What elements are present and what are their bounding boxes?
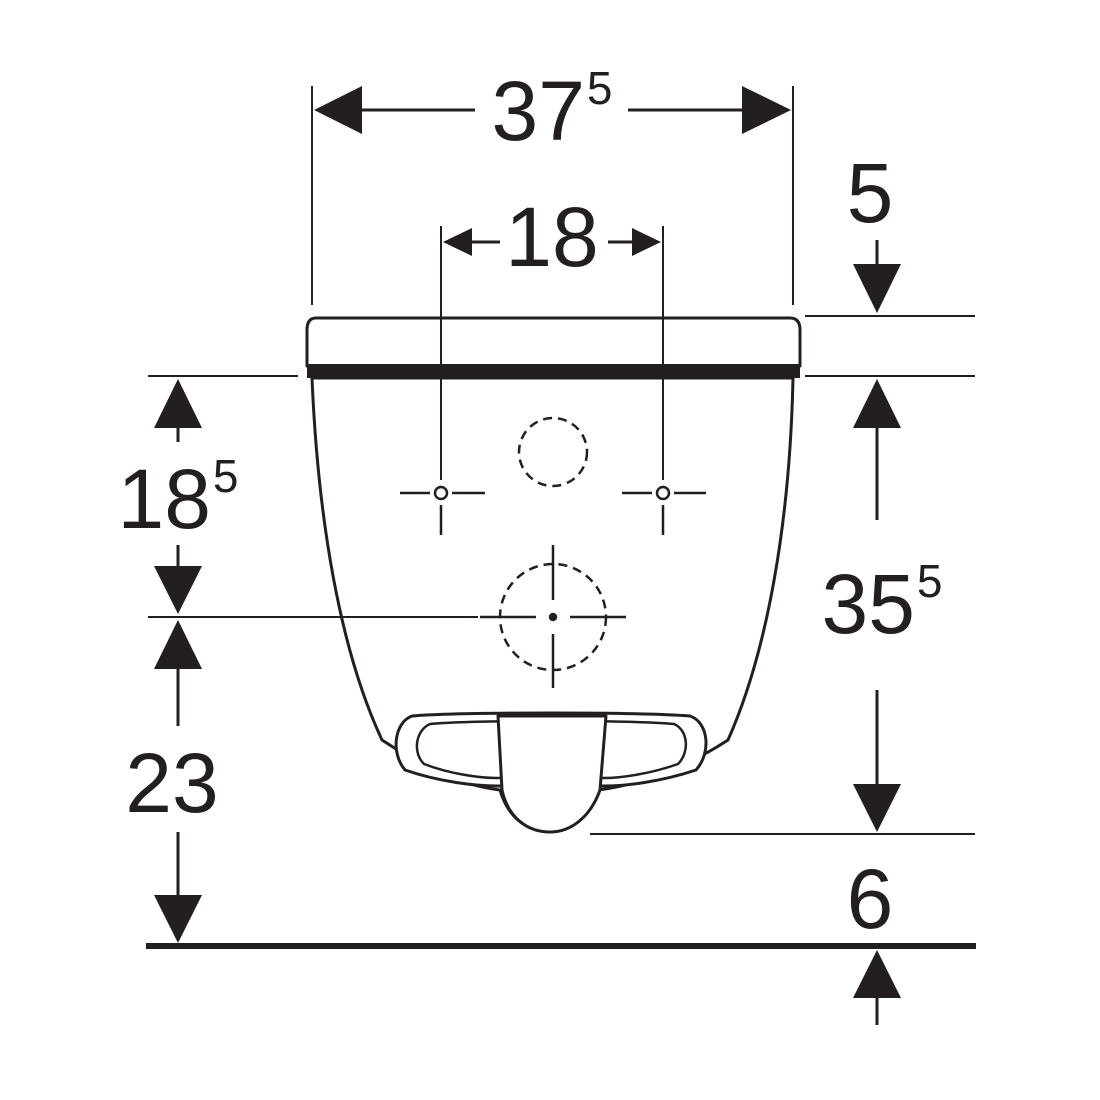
extension-lines — [148, 86, 975, 835]
flush-pipe — [496, 714, 608, 834]
arrow-down-floor — [154, 895, 202, 943]
dim-overall-width-label: 375 — [491, 62, 612, 158]
dim-seat-thickness-label: 5 — [847, 146, 894, 240]
seat-lid — [305, 316, 802, 368]
arrow-right-overall — [742, 86, 791, 134]
dim-outlet-to-floor-label: 6 — [847, 852, 894, 946]
dim-rim-to-outlet-label: 355 — [821, 555, 942, 651]
dim-fixing-spacing-label: 18 — [505, 190, 598, 284]
arrow-left-overall — [314, 86, 362, 134]
center-marks — [400, 485, 706, 688]
arrow-down-seat — [853, 264, 901, 313]
arrow-down-outlet — [853, 784, 901, 832]
dimension-lines — [154, 86, 901, 1025]
dim-fixing-to-floor-label: 23 — [125, 736, 218, 830]
toilet-body — [305, 316, 802, 834]
arrow-up-floor — [853, 950, 901, 998]
outlet-center-dot — [548, 612, 558, 622]
flush-inlet-dashed — [517, 416, 589, 488]
arrow-left-fixing — [443, 228, 472, 256]
right-fixing-hole — [655, 485, 671, 501]
left-fixing-hole — [433, 485, 449, 501]
arrow-right-fixing — [632, 228, 661, 256]
arrow-up-seat — [853, 379, 901, 428]
arrow-up-rim — [154, 379, 202, 428]
arrow-down-rim — [154, 566, 202, 614]
seat-hinge-band — [307, 364, 800, 378]
dim-rim-to-fixing-label: 185 — [117, 450, 238, 546]
arrow-up-fixing-floor — [154, 620, 202, 669]
